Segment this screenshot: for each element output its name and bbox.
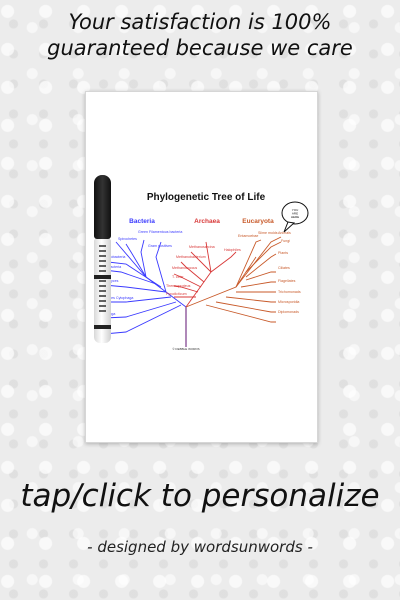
tree-leaf-label: Proteobacteria [102,255,125,259]
tree-leaf-label: Trichomonads [278,290,301,294]
speech-bubble-line: HERE [291,215,299,219]
tree-leaf-label: Entamoebae [238,234,258,238]
marker-print [99,245,106,315]
tree-leaf-label: T. celer [172,275,184,279]
tree-leaf-label: Animals [278,231,291,235]
archaea-labels: Methanosarcina Methanobacterium Methanoc… [166,245,241,296]
dry-erase-marker [94,175,111,343]
domain-label-eucaryota: Eucaryota [242,218,274,225]
headline-line-2: guaranteed because we care [47,36,353,60]
tree-leaf-label: Gram positives [148,244,172,248]
speech-bubble-line: ARE [292,212,298,216]
phylogenetic-tree-graphic: Phylogenetic Tree of Life Bacteria Archa… [96,192,309,351]
tree-footer-text: © DEBBLE WORDS [172,347,199,351]
tree-leaf-label: Green Filamentous bacteria [138,230,182,234]
tree-leaf-label: Microsporidia [278,300,299,304]
archaea-branches [173,241,237,308]
tree-leaf-label: Ciliates [278,266,290,270]
tree-leaf-label: Flagellates [278,279,296,283]
eucaryota-labels: Entamoebae Slime molds Animals Fungi Pla… [238,231,301,314]
tree-leaf-label: Slime molds [258,231,278,235]
eucaryota-branches [185,236,282,323]
tree-leaf-label: Methanosarcina [189,245,215,249]
tree-leaf-label: Bacteroides Cytophaga [96,296,133,300]
tree-leaf-label: Pyrodicticum [166,292,187,296]
tree-leaf-label: Plants [278,251,288,255]
designer-credit[interactable]: - designed by wordsunwords - [87,538,313,556]
personalize-link[interactable]: tap/click to personalize [20,478,380,514]
tree-leaf-label: Diplomonads [278,310,299,314]
tree-leaf-label: Halophiles [224,248,241,252]
marker-band [94,325,111,329]
tree-leaf-label: Fungi [281,239,290,243]
tree-leaf-label: Methanococcus [172,266,197,270]
speech-bubble-line: YOU [292,208,299,212]
marker-cap [94,175,111,239]
dry-erase-board[interactable]: Phylogenetic Tree of Life Bacteria Archa… [85,91,318,443]
tree-title: Phylogenetic Tree of Life [147,192,266,203]
bacteria-branches [103,239,187,335]
tree-leaf-label: Methanobacterium [176,255,206,259]
domain-label-archaea: Archaea [194,218,220,225]
headline-line-1: Your satisfaction is 100% [68,10,332,34]
domain-label-bacteria: Bacteria [129,218,155,225]
tree-leaf-label: Spirochetes [118,237,137,241]
tree-leaf-label: Thermoproteus [166,284,191,288]
